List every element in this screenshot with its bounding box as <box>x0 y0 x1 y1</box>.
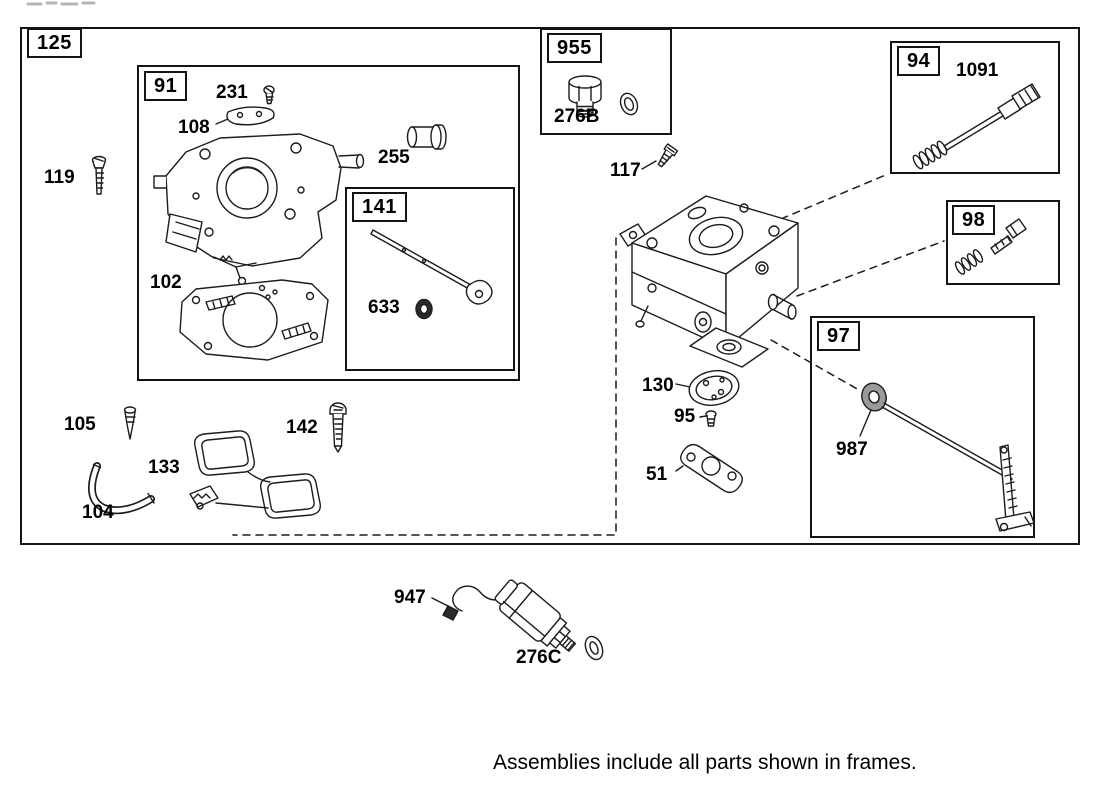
part-label-119: 119 <box>44 167 75 188</box>
plug-276B-drawing <box>568 75 602 118</box>
part-label-95: 95 <box>674 406 696 427</box>
washer-276B-drawing <box>619 92 639 116</box>
choke-control-133-drawing <box>189 430 321 519</box>
part-label-108: 108 <box>178 117 210 138</box>
part-label-104: 104 <box>82 502 114 523</box>
screw-117-drawing <box>657 143 679 168</box>
assembly-frame-98 <box>946 200 1060 285</box>
frame-label-91: 91 <box>144 71 188 101</box>
assemblies-note: Assemblies include all parts shown in fr… <box>493 751 917 774</box>
needle-valve-1091-drawing <box>912 83 1041 170</box>
screw-142-drawing <box>329 402 347 453</box>
screw-231-drawing <box>263 85 275 105</box>
gasket-108-drawing <box>226 106 275 126</box>
frame-label-955: 955 <box>547 33 602 63</box>
part-label-255: 255 <box>378 147 410 168</box>
solenoid-947-drawing <box>442 579 604 661</box>
part-label-51: 51 <box>646 464 668 485</box>
choke-link-141-drawing <box>370 229 493 305</box>
bushing-255-drawing <box>406 124 447 150</box>
carburetor-top-view-drawing <box>153 133 365 286</box>
part-label-947: 947 <box>394 587 426 608</box>
assembly-frame-955 <box>540 28 672 135</box>
dashed-connector-lines <box>232 173 945 536</box>
diaphragm-130-drawing <box>688 370 740 406</box>
screw-95-drawing <box>705 410 717 427</box>
part-label-276C: 276C <box>516 647 562 668</box>
carburetor-body-drawing <box>619 195 799 368</box>
throttle-link-97-drawing <box>861 382 1035 532</box>
cropped-page-text <box>26 1 96 6</box>
part-label-276B: 276B <box>554 106 600 127</box>
part-label-133: 133 <box>148 457 180 478</box>
assembly-frame-94 <box>890 41 1060 174</box>
part-label-105: 105 <box>64 414 96 435</box>
part-label-231: 231 <box>216 82 248 103</box>
part-label-117: 117 <box>610 160 641 181</box>
screw-119-drawing <box>91 155 107 195</box>
assembly-frame-97 <box>810 316 1035 538</box>
frame-label-94: 94 <box>897 46 941 76</box>
needle-valve-105-drawing <box>123 406 137 440</box>
frame-label-125: 125 <box>27 28 82 58</box>
part-label-102: 102 <box>150 272 182 293</box>
frame-label-98: 98 <box>952 205 996 235</box>
part-label-142: 142 <box>286 417 318 438</box>
spring-screw-98-drawing <box>954 218 1027 275</box>
fuel-hose-104-drawing <box>88 462 155 515</box>
gasket-51-drawing <box>680 443 743 494</box>
frame-label-141: 141 <box>352 192 407 222</box>
gasket-102-drawing <box>179 279 329 361</box>
part-label-130: 130 <box>642 375 674 396</box>
part-label-1091: 1091 <box>956 60 999 81</box>
assembly-frame-91 <box>137 65 520 381</box>
part-label-633: 633 <box>368 297 400 318</box>
assembly-frame-141 <box>345 187 515 371</box>
leader-lines <box>215 118 872 609</box>
frame-label-97: 97 <box>817 321 861 351</box>
part-label-987: 987 <box>836 439 868 460</box>
seal-633-drawing <box>415 298 433 320</box>
